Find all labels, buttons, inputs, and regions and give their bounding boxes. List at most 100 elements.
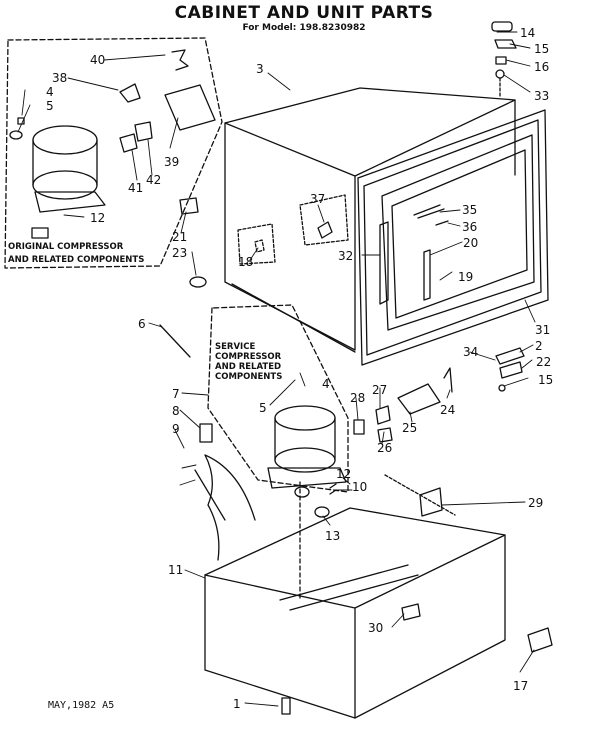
- callout-7: 7: [172, 387, 180, 401]
- callout-35: 35: [462, 203, 477, 217]
- callout-14: 14: [520, 26, 535, 40]
- callout-12b: 12: [336, 467, 351, 481]
- callout-2: 2: [535, 339, 543, 353]
- service-note-line-4: COMPONENTS: [215, 372, 282, 382]
- original-compressor-inset: [4, 37, 223, 269]
- callout-26: 26: [377, 441, 392, 455]
- drier-8: [199, 423, 213, 443]
- spot-37-outline: [299, 194, 349, 246]
- hinge-cap-14: [491, 21, 513, 32]
- nut-4: [17, 117, 25, 125]
- hinge-pin-16: [495, 56, 507, 65]
- callout-31: 31: [535, 323, 550, 337]
- callout-5b: 5: [259, 401, 267, 415]
- original-note-line-1: ORIGINAL COMPRESSOR: [8, 242, 124, 252]
- callout-22: 22: [536, 355, 551, 369]
- callout-6: 6: [138, 317, 146, 331]
- part-29: [419, 487, 443, 517]
- grommet-23: [189, 276, 207, 288]
- spring-40: [171, 49, 189, 71]
- spot-18-outline: [237, 223, 276, 265]
- callout-38: 38: [52, 71, 67, 85]
- lower-hinge-22: [499, 361, 523, 379]
- callout-21: 21: [172, 230, 187, 244]
- drier-21: [179, 197, 199, 215]
- screw-1: [281, 697, 291, 715]
- callout-30: 30: [368, 621, 383, 635]
- relay-41: [119, 133, 138, 153]
- callout-5a: 5: [46, 99, 54, 113]
- date-code: MAY,1982 A5: [48, 700, 115, 711]
- screw-10: [329, 483, 337, 495]
- part-26: [377, 427, 393, 443]
- callout-17: 17: [513, 679, 528, 693]
- washer-5: [9, 130, 23, 140]
- callout-3: 3: [256, 62, 264, 76]
- tool-6: [159, 324, 191, 358]
- callout-29: 29: [528, 496, 543, 510]
- callout-27: 27: [372, 383, 387, 397]
- callout-13: 13: [325, 529, 340, 543]
- latch-36: [435, 220, 449, 226]
- callout-37: 37: [310, 192, 325, 206]
- service-note-line-1: SERVICE: [215, 342, 255, 352]
- callout-1: 1: [233, 697, 241, 711]
- callout-40: 40: [90, 53, 105, 67]
- latch-35: [413, 204, 445, 219]
- callout-4b: 4: [322, 377, 330, 391]
- screw-15b: [498, 384, 506, 392]
- callout-19: 19: [458, 270, 473, 284]
- callout-41: 41: [128, 181, 143, 195]
- service-note-line-2: COMPRESSOR: [215, 352, 282, 362]
- cover-25: [397, 383, 441, 415]
- callout-39: 39: [164, 155, 179, 169]
- callout-36: 36: [462, 220, 477, 234]
- door-handle: [379, 221, 389, 305]
- callout-20: 20: [463, 236, 478, 250]
- service-compressor-box: [207, 304, 349, 493]
- callout-16: 16: [534, 60, 549, 74]
- callout-32: 32: [338, 249, 353, 263]
- callout-42: 42: [146, 173, 161, 187]
- clip-24: [443, 367, 453, 393]
- callout-11: 11: [168, 563, 183, 577]
- callout-4a: 4: [46, 85, 54, 99]
- cabinet-body: [224, 87, 516, 353]
- bracket-29b: [384, 474, 456, 516]
- callout-8: 8: [172, 404, 180, 418]
- grommet-13: [314, 506, 330, 518]
- lower-hinge-34: [495, 347, 525, 365]
- washer-33: [495, 69, 505, 79]
- grommet-12: [31, 227, 49, 239]
- fitting-28: [353, 419, 365, 435]
- clip-37: [317, 221, 333, 239]
- original-note-line-2: AND RELATED COMPONENTS: [8, 255, 144, 265]
- callout-18: 18: [238, 255, 253, 269]
- part-30: [401, 603, 421, 621]
- callout-15a: 15: [534, 42, 549, 56]
- callout-10: 10: [352, 480, 367, 494]
- plug-18: [254, 239, 265, 253]
- door-gasket: [357, 109, 549, 366]
- callout-28: 28: [350, 391, 365, 405]
- clip-38: [119, 83, 141, 103]
- callout-15b: 15: [538, 373, 553, 387]
- callout-23: 23: [172, 246, 187, 260]
- grommet-12b: [294, 486, 310, 498]
- wire-harness-9: [194, 454, 256, 561]
- leveler-17: [527, 627, 553, 653]
- overload-42: [134, 121, 153, 142]
- base-pan: [204, 507, 506, 719]
- callout-12a: 12: [90, 211, 105, 225]
- relay-27: [375, 405, 391, 425]
- service-note-line-3: AND RELATED: [215, 362, 281, 372]
- service-compressor: [267, 405, 347, 489]
- callout-9: 9: [172, 422, 180, 436]
- model-number: For Model: 198.8230982: [242, 23, 366, 33]
- cover-39: [164, 84, 216, 131]
- callout-25: 25: [402, 421, 417, 435]
- shelf-rail-20: [423, 249, 431, 301]
- diagram-title: CABINET AND UNIT PARTS: [174, 3, 434, 23]
